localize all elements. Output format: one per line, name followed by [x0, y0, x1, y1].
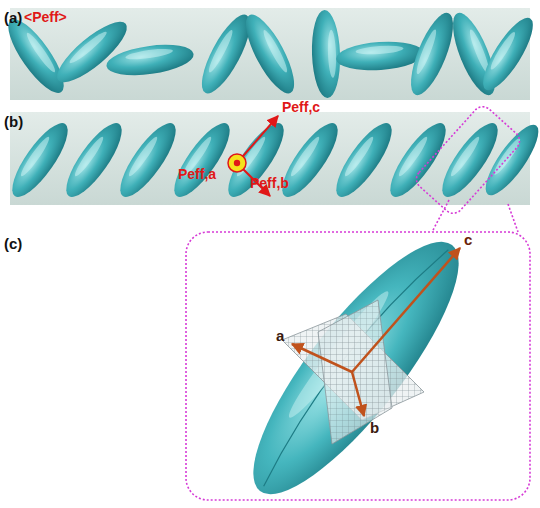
aligned-ellipsoids — [3, 116, 540, 204]
random-ellipsoids — [0, 8, 540, 100]
ellipsoid-axes — [224, 217, 489, 508]
panel-label: (a) — [4, 10, 22, 25]
panel-label: (c) — [4, 236, 22, 251]
axis-label: b — [370, 420, 379, 435]
background-band — [10, 112, 530, 205]
polarization-label: <Peff> — [24, 10, 67, 24]
axis-label: a — [276, 328, 284, 343]
background-band — [10, 8, 530, 100]
polarization-label: Peff,a — [178, 167, 216, 181]
axis-label: c — [464, 232, 472, 247]
polarization-label: Peff,c — [282, 100, 320, 114]
polarization-label: Peff,b — [250, 176, 289, 190]
panel-label: (b) — [4, 114, 23, 129]
